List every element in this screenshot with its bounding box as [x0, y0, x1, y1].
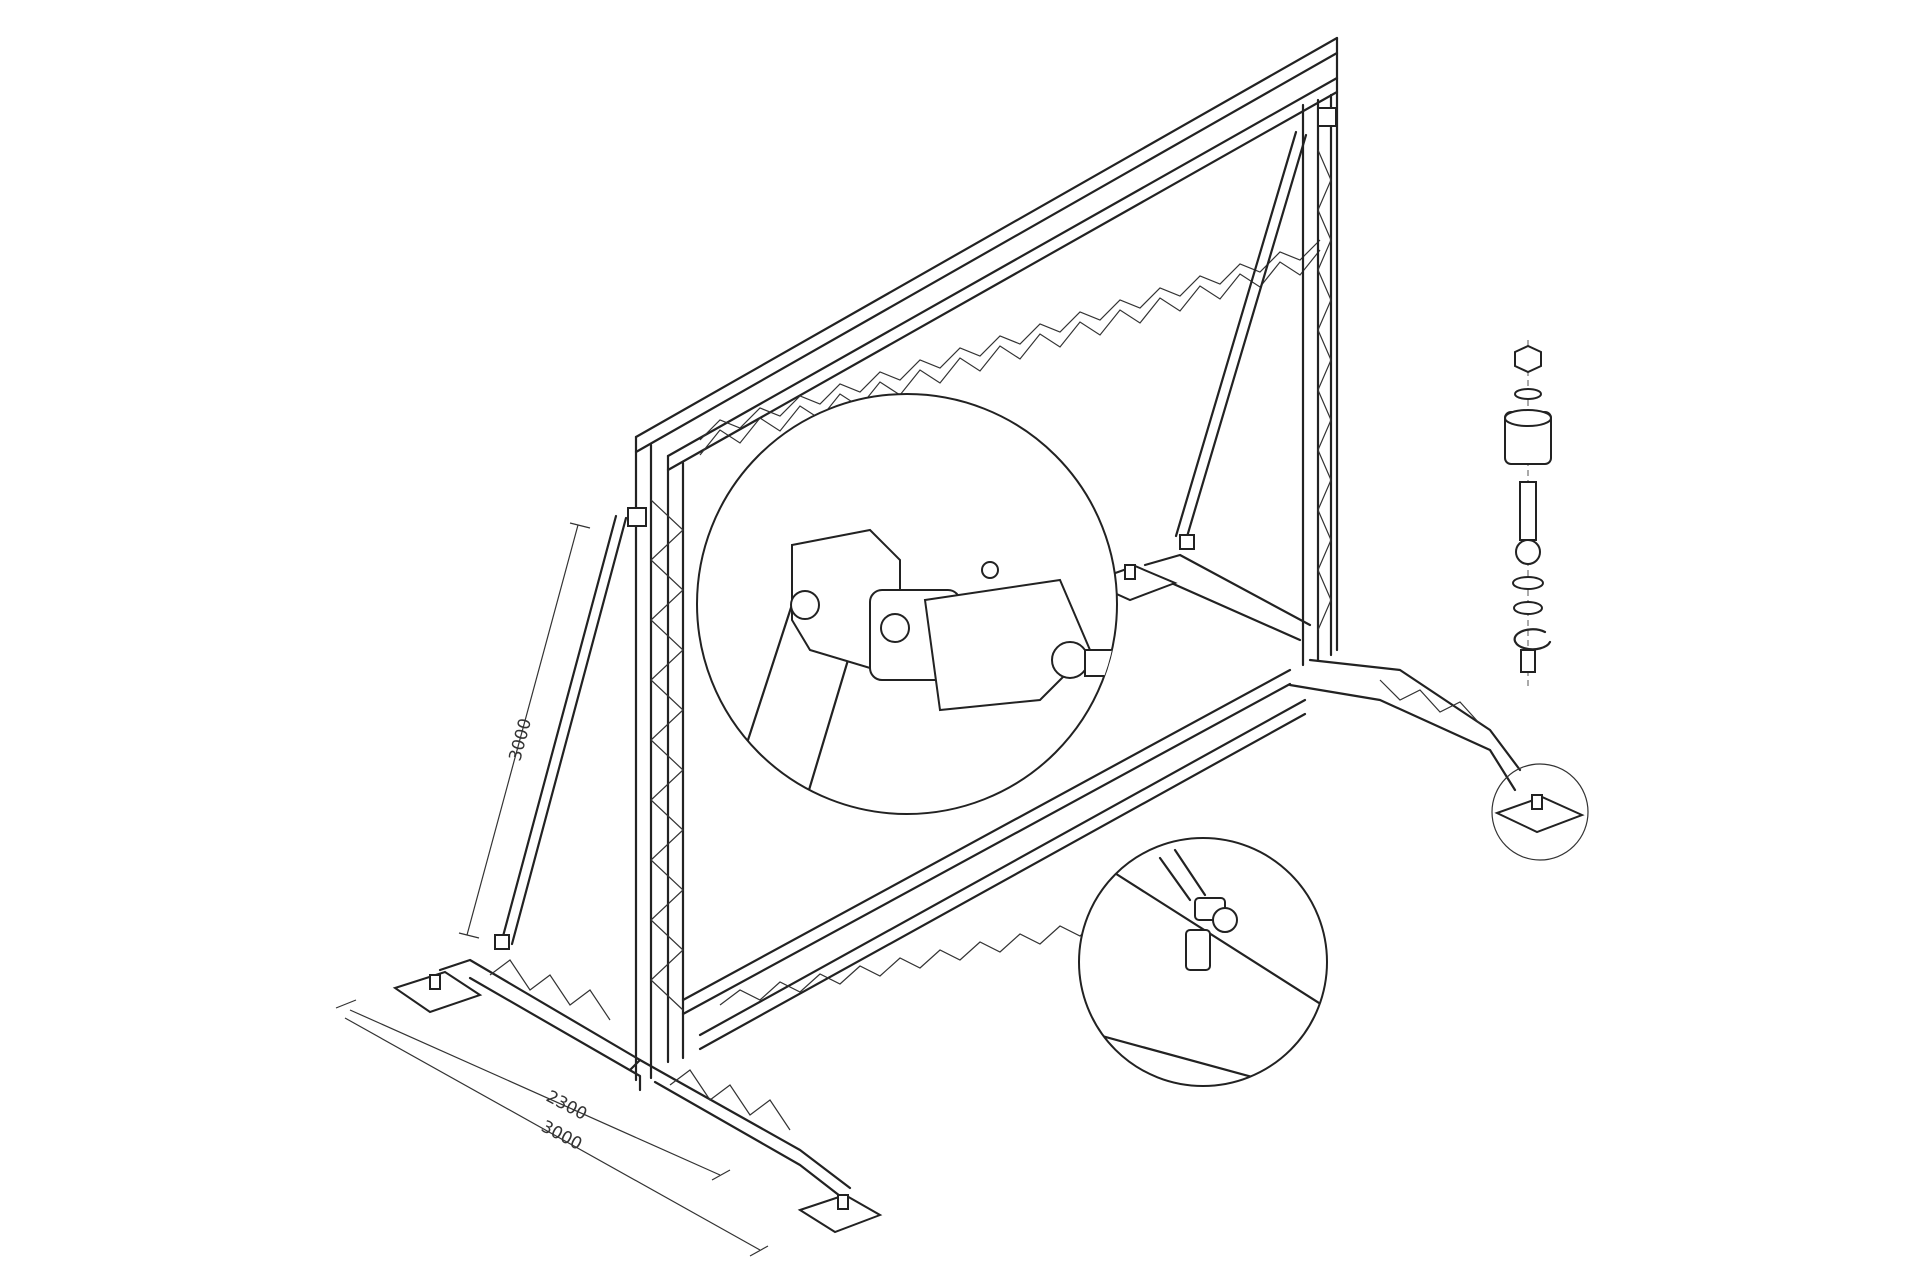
left-truss: [634, 435, 685, 1082]
bolt: [1519, 481, 1537, 541]
truss-frame: [438, 36, 1522, 1198]
dimension-width: 2300 3000: [335, 999, 769, 1257]
circlip: [1513, 628, 1552, 651]
left-strut: [500, 514, 618, 942]
foot-detail-view: [1078, 837, 1328, 1087]
dimension-height: 3000: [458, 522, 591, 939]
left-strut-edge: [510, 516, 628, 946]
washer: [1512, 576, 1544, 590]
nut: [1514, 344, 1542, 374]
left-base-truss: [438, 958, 852, 1198]
top-truss: [634, 36, 1339, 472]
base-plate: [1494, 795, 1585, 834]
coupler: [627, 507, 647, 527]
foot-callout-circle: [1491, 763, 1589, 861]
coupler: [494, 934, 510, 950]
base-plate: [797, 1193, 883, 1234]
bottom-truss: [681, 668, 1307, 1051]
exploded-fastener: [1504, 340, 1552, 690]
right-truss: [1301, 36, 1339, 667]
base-plate: [392, 970, 483, 1014]
right-base-truss: [1143, 553, 1522, 792]
coupler: [1317, 107, 1337, 127]
right-strut-edge: [1174, 130, 1298, 538]
coupler-detail-view: [696, 393, 1118, 815]
right-strut: [1184, 133, 1308, 542]
screw: [1520, 649, 1536, 673]
washer: [1514, 388, 1542, 400]
coupler: [1179, 534, 1195, 550]
ball: [1515, 539, 1541, 565]
washer: [1513, 601, 1543, 615]
height-dimension-label: 3000: [506, 716, 537, 763]
